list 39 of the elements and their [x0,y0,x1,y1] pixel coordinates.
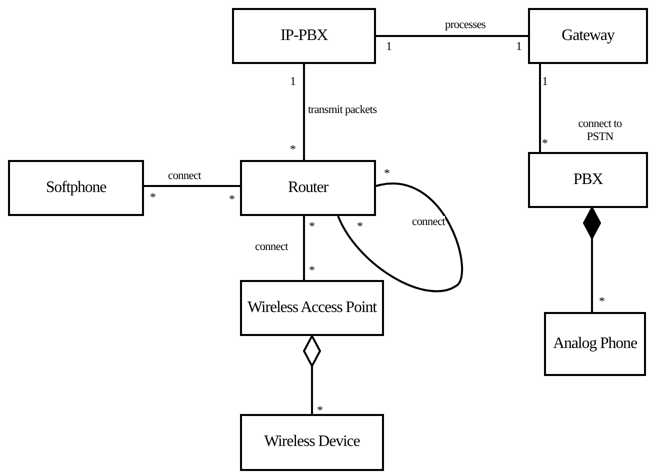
multiplicity-label: 1 [290,75,296,87]
association-line [583,207,601,312]
association-line [144,185,240,187]
multiplicity-label: * [542,137,548,149]
multiplicity-label: 1 [386,40,392,52]
multiplicity-label: * [150,191,156,203]
multiplicity-label: * [317,404,323,416]
edge-label: transmit packets [308,104,377,117]
multiplicity-label: 1 [516,40,522,52]
class-name: Router [288,178,328,198]
multiplicity-label: * [384,167,390,179]
class-name: Gateway [562,26,614,46]
multiplicity-label: * [357,220,363,232]
class-name: Wireless Access Point [248,298,376,318]
multiplicity-label: * [309,220,315,232]
class-box [240,414,384,471]
class-name: PBX [573,170,603,190]
class-box [528,152,648,208]
multiplicity-label: * [309,264,315,276]
association-line [303,216,305,280]
association-line [303,335,321,414]
association-line [539,64,541,152]
class-box [528,8,648,64]
class-name: IP-PBX [280,26,328,46]
class-name: Wireless Device [264,433,360,452]
class-box [8,160,144,216]
class-box [544,312,646,376]
multiplicity-label: * [229,193,235,205]
class-name: Analog Phone [553,334,637,354]
association-line [303,64,305,160]
multiplicity-label: * [599,295,605,307]
self-association-line [337,182,463,292]
class-name: Softphone [46,178,106,198]
multiplicity-label: * [290,143,296,155]
class-box [232,8,376,64]
multiplicity-label: 1 [542,75,548,87]
class-box [240,160,376,216]
class-box [240,280,384,336]
association-line [376,35,528,37]
